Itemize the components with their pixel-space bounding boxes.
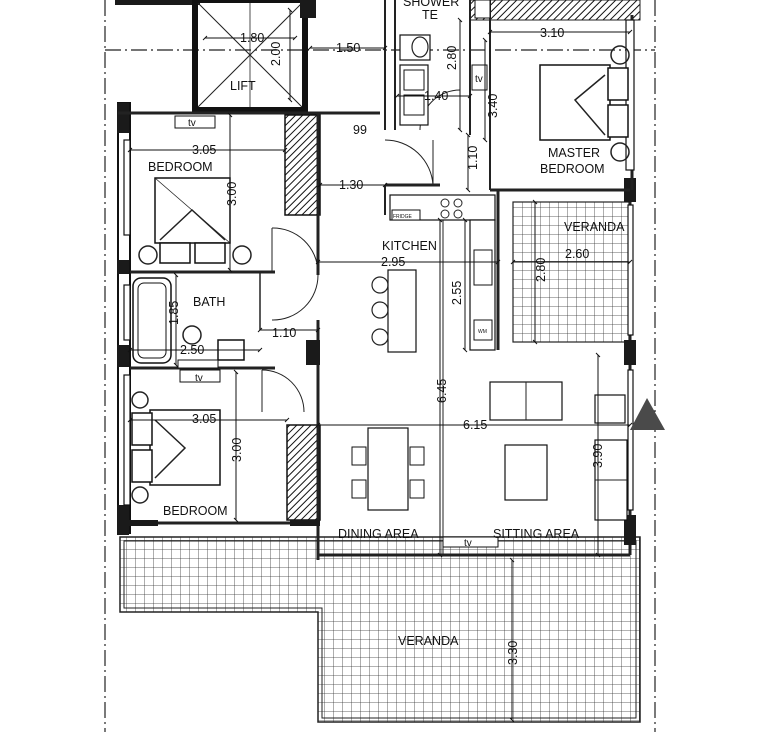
windows: [123, 19, 635, 511]
label-master-1: MASTER: [548, 146, 600, 160]
tv-label-sitting: tv: [464, 538, 472, 549]
dim-bath-d: 1.10: [272, 326, 296, 340]
dim-bed-bot-w: 3.05: [192, 412, 216, 426]
dim-ver-r-w: 2.60: [565, 247, 589, 261]
dim-sitting-h: 3.90: [591, 444, 605, 468]
dim-kitchen-h: 2.55: [450, 281, 464, 305]
label-bedroom-bottom: BEDROOM: [163, 504, 228, 518]
dim-bed-top-w: 3.05: [192, 143, 216, 157]
label-bedroom-top: BEDROOM: [148, 160, 213, 174]
tv-label-shower: tv: [475, 74, 483, 85]
dim-shaft: 1.40: [424, 89, 448, 103]
label-bath: BATH: [193, 295, 225, 309]
dim-shower-h: 2.80: [445, 46, 459, 70]
tv-label-top: tv: [188, 118, 196, 129]
room-labels: SHOWER TE LIFT BEDROOM MASTER BEDROOM KI…: [148, 0, 625, 648]
bed-master: [539, 45, 630, 162]
label-master-2: BEDROOM: [540, 162, 605, 176]
dim-shaft-h: 1.10: [466, 146, 480, 170]
bed-top: [138, 177, 252, 265]
dim-living-w: 6.15: [463, 418, 487, 432]
dim-lift-h: 2.00: [269, 42, 283, 66]
wm-label: WM: [478, 329, 487, 335]
label-veranda-right: VERANDA: [564, 220, 625, 234]
doors: [261, 89, 461, 413]
dim-kitchen-w: 2.95: [381, 255, 405, 269]
dim-master-h: 3.40: [486, 94, 500, 118]
label-kitchen: KITCHEN: [382, 239, 437, 253]
dim-ver-r-h: 2.80: [534, 258, 548, 282]
dim-living-h: 6.45: [435, 379, 449, 403]
dim-master-w: 3.10: [540, 26, 564, 40]
dim-bath-h: 1.85: [167, 301, 181, 325]
label-veranda-bottom: VERANDA: [398, 634, 459, 648]
shower-fixtures: [399, 0, 491, 126]
label-te: TE: [422, 8, 438, 22]
kitchen-fixtures: [371, 194, 496, 353]
dimension-labels: 1.80 2.00 1.50 2.80 3.10 3.40 1.40 1.10 …: [167, 26, 605, 665]
label-sitting: SITTING AREA: [493, 527, 580, 541]
dim-ver-b-h: 3.30: [506, 641, 520, 665]
dim-bed-top-h: 3.00: [225, 182, 239, 206]
label-dining: DINING AREA: [338, 527, 419, 541]
bed-bottom: [131, 391, 221, 504]
label-shower: SHOWER: [403, 0, 459, 9]
fridge-label: FRIDGE: [393, 214, 413, 220]
dim-area-tag: 99: [353, 123, 367, 137]
dim-corr-w: 1.50: [336, 41, 360, 55]
dimension-lines: [127, 7, 633, 723]
dim-bath-w: 2.50: [180, 343, 204, 357]
dim-hall-w: 1.30: [339, 178, 363, 192]
dim-lift-w: 1.80: [240, 31, 264, 45]
dim-bed-bot-h: 3.00: [230, 438, 244, 462]
north-arrow-icon: [630, 398, 665, 430]
dining-table: [351, 427, 425, 511]
tv-label-bath: tv: [195, 373, 203, 384]
label-lift: LIFT: [230, 79, 256, 93]
top-structure: [115, 0, 641, 190]
fixture-labels: tv tv tv tv FRIDGE WM: [188, 74, 487, 549]
